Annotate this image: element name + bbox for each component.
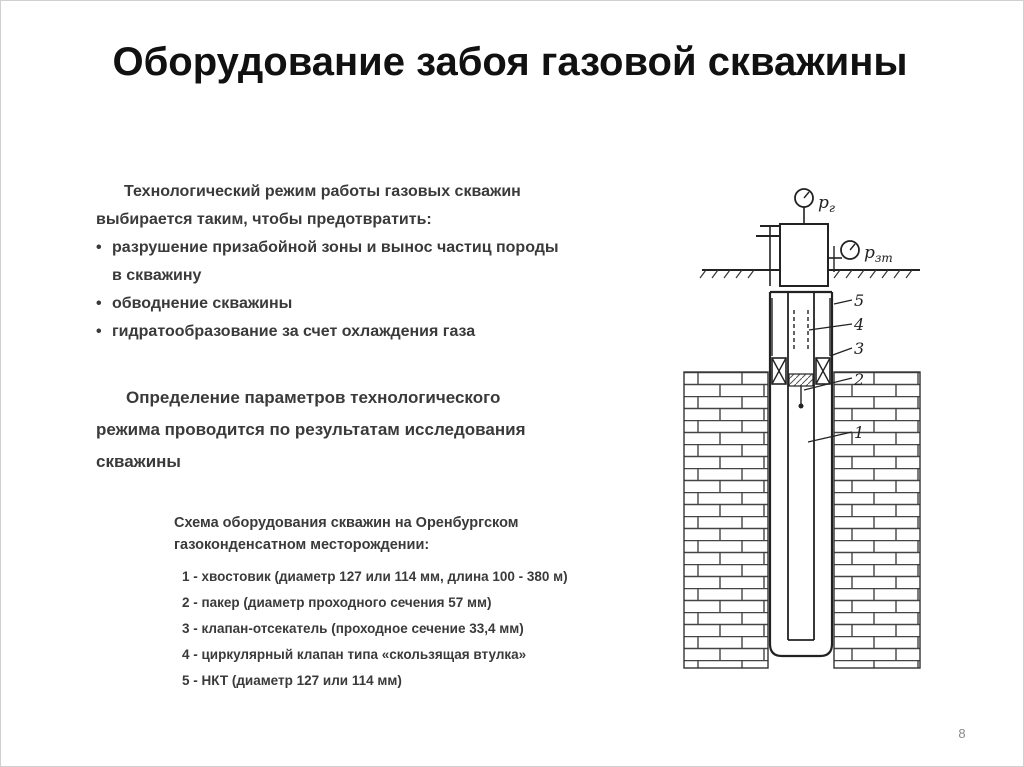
- gauge-subscript: г: [829, 201, 835, 215]
- legend-item: 3 - клапан-отсекатель (проходное сечение…: [182, 621, 524, 636]
- gauge-label-wellhead: pг: [818, 193, 835, 215]
- legend-item: 4 - циркулярный клапан типа «скользящая …: [182, 647, 527, 662]
- bullet-text: гидратообразование за счет охлаждения га…: [112, 323, 476, 340]
- circulation-valve: [793, 310, 809, 350]
- tubing-string: [787, 292, 815, 641]
- wellhead: [756, 206, 842, 287]
- intro-text: Технологический режим работы газовых скв…: [96, 178, 666, 346]
- packer: [771, 357, 831, 385]
- params-line-1: Определение параметров технологического: [126, 388, 501, 407]
- scheme-heading: Схема оборудования скважин на Оренбургск…: [174, 512, 644, 556]
- brick-formation-left: [683, 371, 769, 669]
- part-label: 3: [854, 339, 864, 358]
- gauge-subscript: зт: [875, 251, 893, 265]
- gauge-icon: [794, 188, 814, 208]
- bullet-text: обводнение скважины: [112, 295, 293, 312]
- page-number: 8: [958, 726, 966, 741]
- well-diagram: pг pзт 5: [683, 188, 921, 669]
- bullet-item: разрушение призабойной зоны и вынос част…: [96, 234, 666, 290]
- part-label: 5: [854, 291, 864, 310]
- legend-item: 5 - НКТ (диаметр 127 или 114 мм): [182, 673, 402, 688]
- leader-lines: [803, 299, 853, 443]
- scheme-legend: 1 - хвостовик (диаметр 127 или 114 мм, д…: [182, 564, 662, 694]
- gauge-icon: [840, 240, 860, 260]
- well-casing: [768, 290, 834, 658]
- brick-formation-right: [833, 371, 921, 669]
- bullet-text-continued: в скважину: [112, 267, 202, 284]
- gauge-symbol: p: [864, 243, 875, 263]
- params-line-2: режима проводится по результатам исследо…: [96, 420, 526, 439]
- bullet-text: разрушение призабойной зоны и вынос част…: [112, 239, 559, 256]
- part-label: 1: [854, 423, 864, 442]
- annulus-dash: [771, 298, 831, 356]
- bullet-item: гидратообразование за счет охлаждения га…: [96, 318, 666, 346]
- params-line-3: скважины: [96, 452, 181, 471]
- intro-line-1: Технологический режим работы газовых скв…: [124, 183, 521, 200]
- params-text: Определение параметров технологического …: [96, 382, 656, 478]
- intro-line-2: выбирается таким, чтобы предотвратить:: [96, 211, 432, 228]
- part-label: 2: [853, 370, 864, 389]
- scheme-heading-line-1: Схема оборудования скважин на Оренбургск…: [174, 515, 519, 531]
- gauge-label-annulus: pзт: [864, 243, 893, 265]
- cutoff-valve: [788, 373, 814, 409]
- bullet-item: обводнение скважины: [96, 290, 666, 318]
- legend-item: 2 - пакер (диаметр проходного сечения 57…: [182, 595, 492, 610]
- legend-item: 1 - хвостовик (диаметр 127 или 114 мм, д…: [182, 569, 568, 584]
- intro-bullet-list: разрушение призабойной зоны и вынос част…: [96, 234, 666, 346]
- slide-title: Оборудование забоя газовой скважины: [112, 40, 908, 84]
- part-label: 4: [853, 315, 864, 334]
- scheme-heading-line-2: газоконденсатном месторождении:: [174, 537, 430, 553]
- gauge-symbol: p: [818, 193, 829, 213]
